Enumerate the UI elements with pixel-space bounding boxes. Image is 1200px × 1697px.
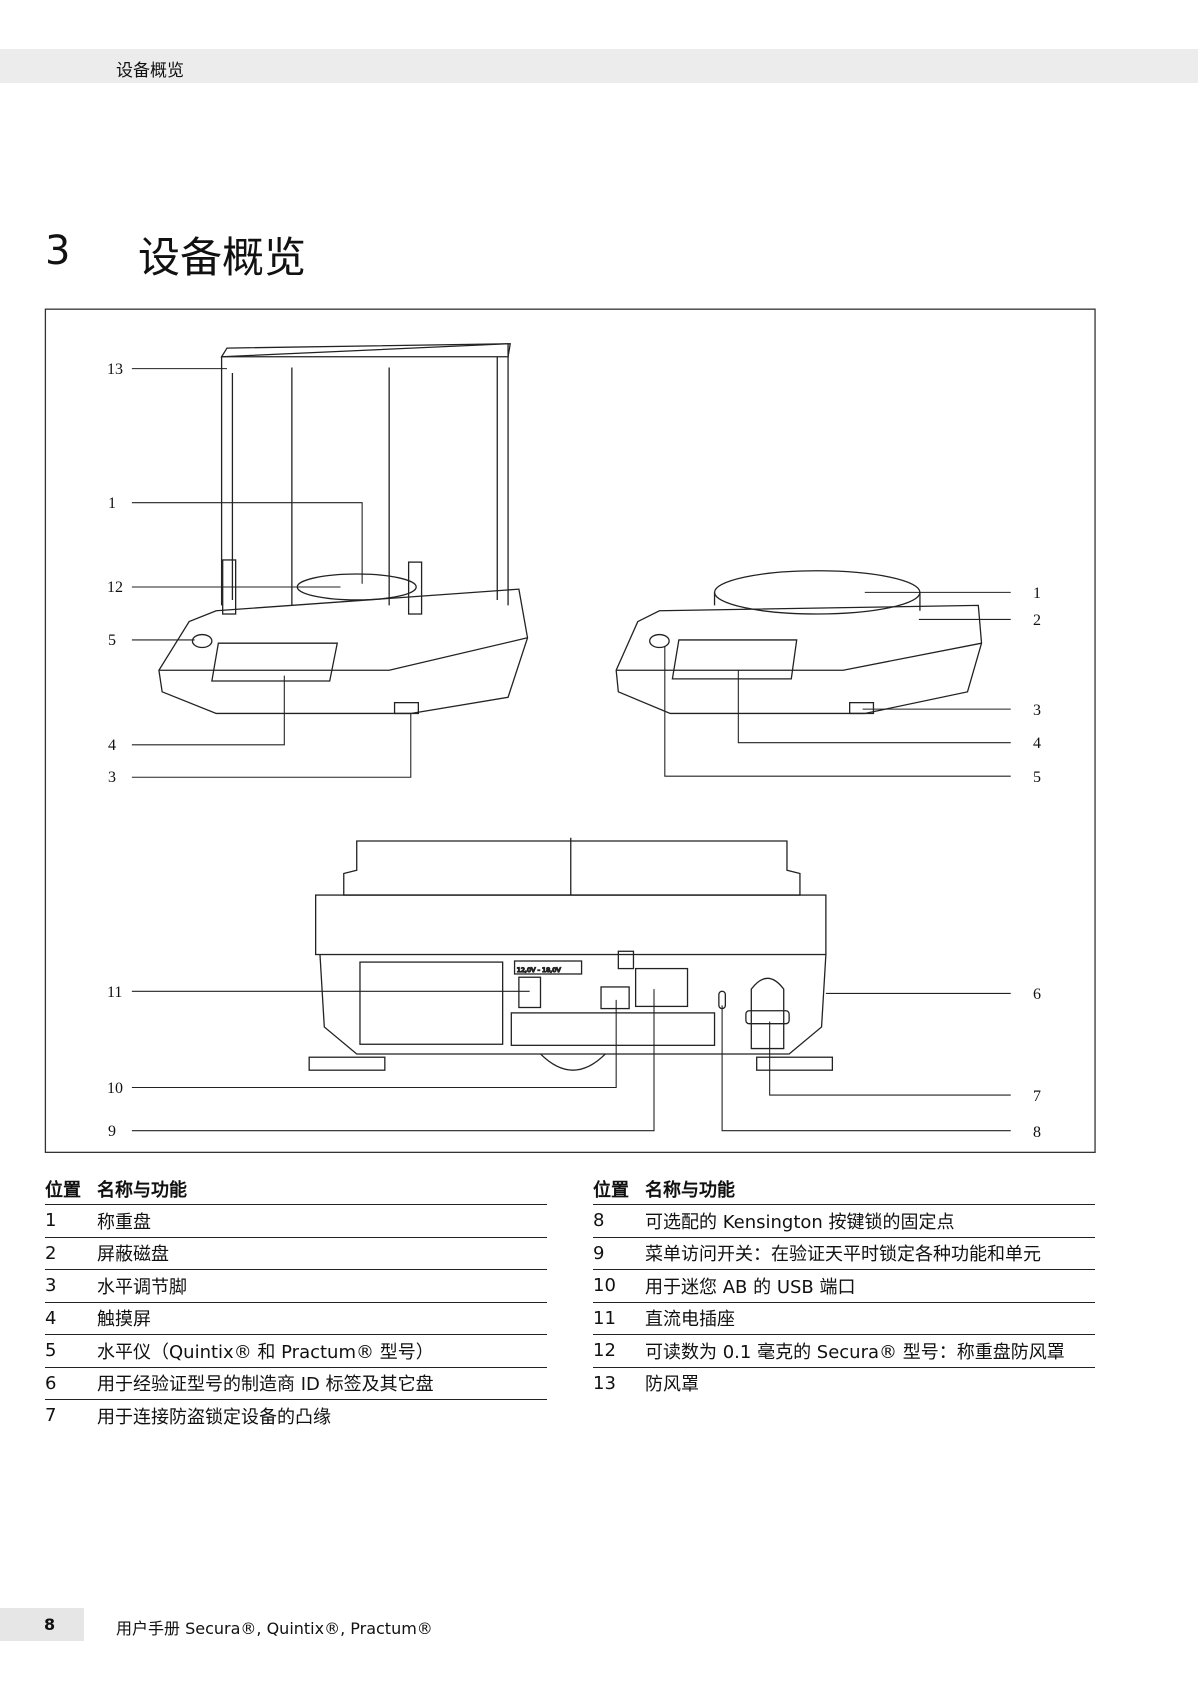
callout-1: 1 <box>108 495 116 512</box>
table-row: 8 可选配的 Kensington 按键锁的固定点 <box>593 1205 1095 1238</box>
row-pos: 4 <box>45 1307 57 1329</box>
row-pos: 12 <box>593 1340 616 1362</box>
row-name: 称重盘 <box>97 1211 151 1233</box>
figure-frame <box>44 308 1096 1153</box>
row-pos: 6 <box>45 1372 57 1394</box>
row-name: 用于连接防盗锁定设备的凸缘 <box>97 1406 331 1428</box>
callout-3: 3 <box>108 769 116 786</box>
table-header: 位置名称与功能 <box>593 1174 1095 1205</box>
callout-7: 7 <box>1033 1088 1041 1105</box>
row-name: 可读数为 0.1 毫克的 Secura® 型号：称重盘防风罩 <box>645 1341 1065 1363</box>
row-name: 可选配的 Kensington 按键锁的固定点 <box>645 1211 955 1233</box>
table-header: 位置名称与功能 <box>45 1174 547 1205</box>
table-row: 10 用于迷您 AB 的 USB 端口 <box>593 1270 1095 1303</box>
table-row: 2 屏蔽磁盘 <box>45 1238 547 1270</box>
row-pos: 10 <box>593 1275 616 1297</box>
callout-9: 9 <box>108 1123 116 1140</box>
callout-1-right: 1 <box>1033 585 1041 602</box>
table-row: 11 直流电插座 <box>593 1303 1095 1335</box>
voltage-label: 12,0V - 18,0V <box>517 966 562 974</box>
col-position: 位置 <box>45 1180 81 1201</box>
table-row: 7 用于连接防盗锁定设备的凸缘 <box>45 1400 547 1432</box>
page-number-box: 8 <box>0 1608 84 1641</box>
row-pos: 8 <box>593 1210 605 1232</box>
row-name: 用于迷您 AB 的 USB 端口 <box>645 1276 856 1298</box>
table-row: 12 可读数为 0.1 毫克的 Secura® 型号：称重盘防风罩 <box>593 1335 1095 1368</box>
callout-4-right: 4 <box>1033 735 1041 752</box>
running-header: 设备概览 <box>0 49 1198 83</box>
callout-4: 4 <box>108 737 116 754</box>
col-name: 名称与功能 <box>645 1180 735 1201</box>
callout-13: 13 <box>107 361 123 378</box>
section-title: 设备概览 <box>138 233 307 282</box>
running-header-text: 设备概览 <box>116 61 184 81</box>
row-name: 水平仪（Quintix® 和 Practum® 型号） <box>97 1341 434 1363</box>
row-pos: 5 <box>45 1340 57 1362</box>
page-number: 8 <box>44 1615 56 1634</box>
callout-5-right: 5 <box>1033 769 1041 786</box>
table-row: 4 触摸屏 <box>45 1303 547 1335</box>
section-number: 3 <box>45 228 71 274</box>
table-row: 6 用于经验证型号的制造商 ID 标签及其它盘 <box>45 1368 547 1400</box>
row-name: 防风罩 <box>645 1374 699 1396</box>
callout-11: 11 <box>107 984 122 1001</box>
row-name: 用于经验证型号的制造商 ID 标签及其它盘 <box>97 1374 434 1396</box>
balance-with-draft-shield <box>158 343 529 715</box>
row-pos: 9 <box>593 1242 605 1264</box>
balance-rear-view: 12,0V - 18,0V <box>308 837 834 1071</box>
table-row: 1 称重盘 <box>45 1205 547 1238</box>
callout-10: 10 <box>107 1080 123 1097</box>
col-name: 名称与功能 <box>97 1180 187 1201</box>
row-name: 触摸屏 <box>97 1309 151 1331</box>
callout-3-right: 3 <box>1033 702 1041 719</box>
row-pos: 1 <box>45 1210 57 1232</box>
table-row: 3 水平调节脚 <box>45 1270 547 1303</box>
callout-12: 12 <box>107 579 123 596</box>
legend-table-left: 位置名称与功能 1 称重盘 2 屏蔽磁盘 3 水平调节脚 4 触摸屏 5 水平仪（Quin… <box>45 1174 547 1432</box>
row-name: 直流电插座 <box>645 1309 735 1331</box>
callout-5: 5 <box>108 632 116 649</box>
row-name: 屏蔽磁盘 <box>97 1244 169 1266</box>
table-row: 13 防风罩 <box>593 1368 1095 1400</box>
table-row: 9 菜单访问开关：在验证天平时锁定各种功能和单元 <box>593 1238 1095 1270</box>
footer-text: 用户手册 Secura®, Quintix®, Practum® <box>116 1619 433 1638</box>
row-name: 菜单访问开关：在验证天平时锁定各种功能和单元 <box>645 1244 1041 1266</box>
row-pos: 7 <box>45 1405 57 1427</box>
row-pos: 2 <box>45 1242 57 1264</box>
callout-6: 6 <box>1033 986 1041 1003</box>
row-name: 水平调节脚 <box>97 1276 187 1298</box>
table-row: 5 水平仪（Quintix® 和 Practum® 型号） <box>45 1335 547 1368</box>
row-pos: 13 <box>593 1372 616 1394</box>
legend-table-right: 位置名称与功能 8 可选配的 Kensington 按键锁的固定点 9 菜单访问开关… <box>593 1174 1095 1399</box>
row-pos: 3 <box>45 1275 57 1297</box>
callout-8: 8 <box>1033 1124 1041 1141</box>
row-pos: 11 <box>593 1307 616 1329</box>
col-position: 位置 <box>593 1180 629 1201</box>
leader-lines <box>131 368 1011 1132</box>
callout-2: 2 <box>1033 612 1041 629</box>
